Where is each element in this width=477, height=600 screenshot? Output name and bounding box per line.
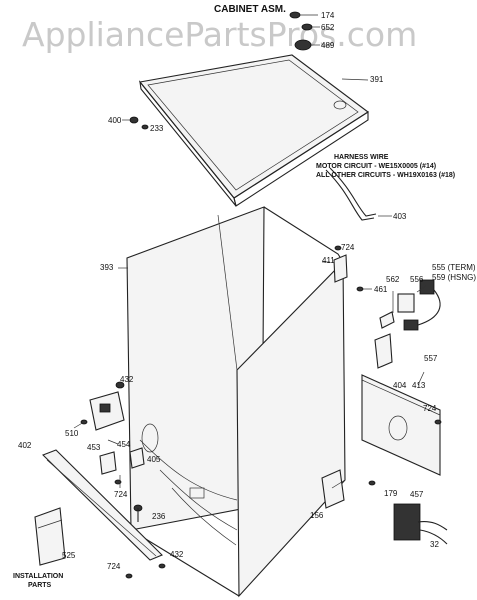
strain-relief-457[interactable] bbox=[393, 503, 448, 545]
callout-432-bottom: 432 bbox=[170, 550, 184, 559]
bracket-405[interactable] bbox=[129, 447, 145, 469]
callout-413: 413 bbox=[412, 381, 426, 390]
callout-559: 559 (HSNG) bbox=[432, 273, 476, 282]
callout-457: 457 bbox=[410, 490, 424, 499]
terminal-block-assembly[interactable] bbox=[379, 279, 441, 331]
callout-432-top: 432 bbox=[120, 375, 134, 384]
callout-724-top: 724 bbox=[341, 243, 355, 252]
toe-kick-402[interactable] bbox=[42, 449, 163, 561]
callout-556: 556 bbox=[410, 275, 424, 284]
callout-724-mid: 724 bbox=[114, 490, 128, 499]
callout-411: 411 bbox=[322, 256, 335, 265]
installation-label-1: INSTALLATION bbox=[13, 573, 63, 580]
callout-404: 404 bbox=[393, 381, 407, 390]
callout-525: 525 bbox=[62, 551, 76, 560]
callout-562: 562 bbox=[386, 275, 400, 284]
door-switch-454[interactable] bbox=[89, 381, 125, 431]
callout-652: 652 bbox=[321, 23, 335, 32]
screw-461[interactable] bbox=[356, 286, 372, 292]
callout-489: 489 bbox=[321, 41, 335, 50]
panel-404[interactable] bbox=[374, 333, 393, 369]
callout-461: 461 bbox=[374, 285, 388, 294]
watermark: AppliancePartsPros.com bbox=[22, 15, 417, 54]
callout-400: 400 bbox=[108, 116, 122, 125]
screw-724-left[interactable] bbox=[114, 479, 122, 485]
leader-lines bbox=[73, 78, 425, 489]
callout-510: 510 bbox=[65, 429, 79, 438]
harness-line-1: HARNESS WIRE bbox=[334, 154, 389, 161]
callout-555: 555 (TERM) bbox=[432, 263, 476, 272]
callout-233: 233 bbox=[150, 124, 164, 133]
installation-label-2: PARTS bbox=[28, 582, 52, 589]
callout-179: 179 bbox=[384, 489, 398, 498]
top-lid[interactable] bbox=[138, 54, 369, 207]
cabinet-body[interactable] bbox=[126, 206, 346, 598]
callout-32: 32 bbox=[430, 540, 439, 549]
callout-391: 391 bbox=[370, 75, 384, 84]
callout-174: 174 bbox=[321, 11, 335, 20]
mounting-plate-411[interactable] bbox=[333, 254, 348, 283]
screw-179[interactable] bbox=[368, 480, 376, 486]
leveling-leg-236[interactable] bbox=[133, 504, 143, 522]
callout-724-right: 724 bbox=[423, 404, 437, 413]
diagram-title: CABINET ASM. bbox=[214, 4, 286, 15]
hinge-screws[interactable] bbox=[289, 11, 320, 51]
callout-156: 156 bbox=[310, 511, 324, 520]
harness-wire[interactable] bbox=[325, 167, 392, 221]
callout-557: 557 bbox=[424, 354, 438, 363]
lid-screw[interactable] bbox=[122, 116, 149, 130]
hinge-bracket-156[interactable] bbox=[321, 469, 345, 509]
harness-line-2: MOTOR CIRCUIT - WE15X0005 (#14) bbox=[316, 163, 436, 170]
bottom-screws[interactable] bbox=[125, 563, 166, 579]
callout-453: 453 bbox=[87, 443, 101, 452]
switch-453[interactable] bbox=[99, 451, 117, 475]
rear-panel[interactable] bbox=[361, 374, 441, 476]
callout-724-bottom: 724 bbox=[107, 562, 121, 571]
callout-393: 393 bbox=[100, 263, 114, 272]
installation-parts-bag[interactable] bbox=[34, 507, 66, 566]
callout-454: 454 bbox=[117, 440, 131, 449]
callout-236: 236 bbox=[152, 512, 166, 521]
callout-405: 405 bbox=[147, 455, 161, 464]
screw-724-right[interactable] bbox=[334, 245, 442, 425]
callout-403: 403 bbox=[393, 212, 407, 221]
callout-402: 402 bbox=[18, 441, 32, 450]
harness-line-3: ALL OTHER CIRCUITS - WH19X0163 (#18) bbox=[316, 172, 455, 179]
